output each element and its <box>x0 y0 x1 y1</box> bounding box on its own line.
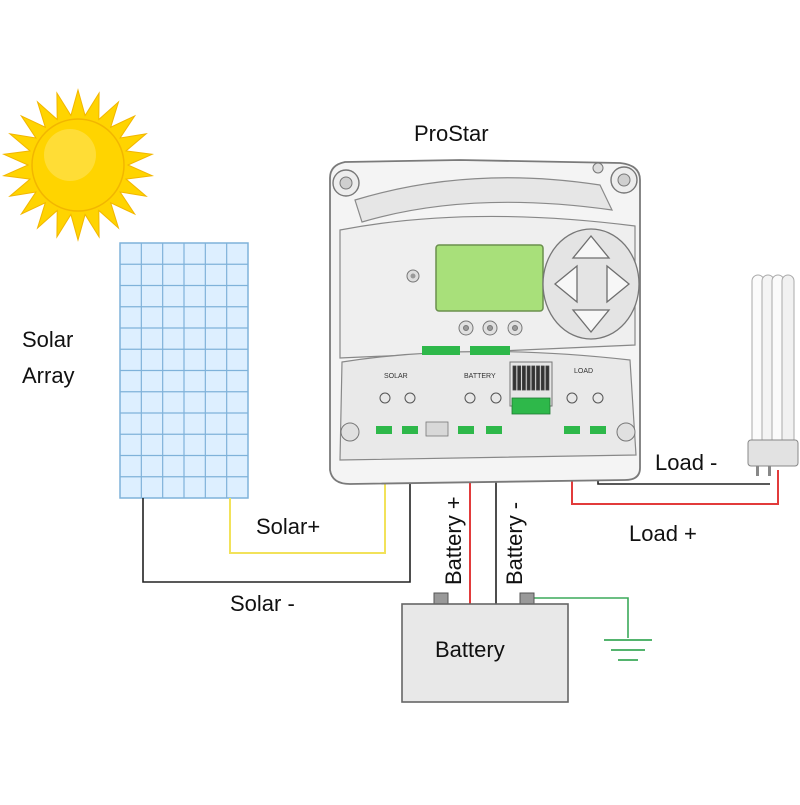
sun-icon <box>1 88 155 242</box>
battery-label: Battery <box>435 637 505 662</box>
solar-panel <box>119 242 249 499</box>
ground-icon <box>604 639 652 661</box>
arrow-up-icon <box>571 234 611 259</box>
prostar-controller: SOLAR BATTERY LOAD <box>329 159 641 485</box>
solar-minus-label: Solar - <box>230 591 295 616</box>
wire-solar-minus <box>142 402 411 583</box>
lcd-display <box>435 244 544 312</box>
load-minus-label: Load - <box>655 450 718 475</box>
terminal-load-label: LOAD <box>574 368 593 375</box>
cfl-lamp-icon <box>747 274 799 476</box>
solar-array-label-line1: Solar <box>22 327 74 352</box>
terminal-battery-label: BATTERY <box>464 373 496 380</box>
battery-minus-label: Battery - <box>502 501 527 585</box>
arrow-down-icon <box>571 309 611 334</box>
controller-title: ProStar <box>414 121 489 146</box>
wire-ground <box>534 597 629 638</box>
battery <box>401 592 569 703</box>
nav-pad <box>542 228 640 340</box>
arrow-right-icon <box>606 264 631 304</box>
terminal-solar-label: SOLAR <box>384 373 408 380</box>
terminal-screws <box>379 392 604 404</box>
solar-plus-label: Solar+ <box>256 514 321 539</box>
load-plus-label: Load + <box>629 521 697 546</box>
arrow-left-icon <box>553 264 578 304</box>
indicator-screws <box>458 320 523 336</box>
terminal-pads <box>376 426 606 434</box>
solar-array-label-line2: Array <box>22 363 75 388</box>
battery-plus-label: Battery + <box>441 496 466 585</box>
